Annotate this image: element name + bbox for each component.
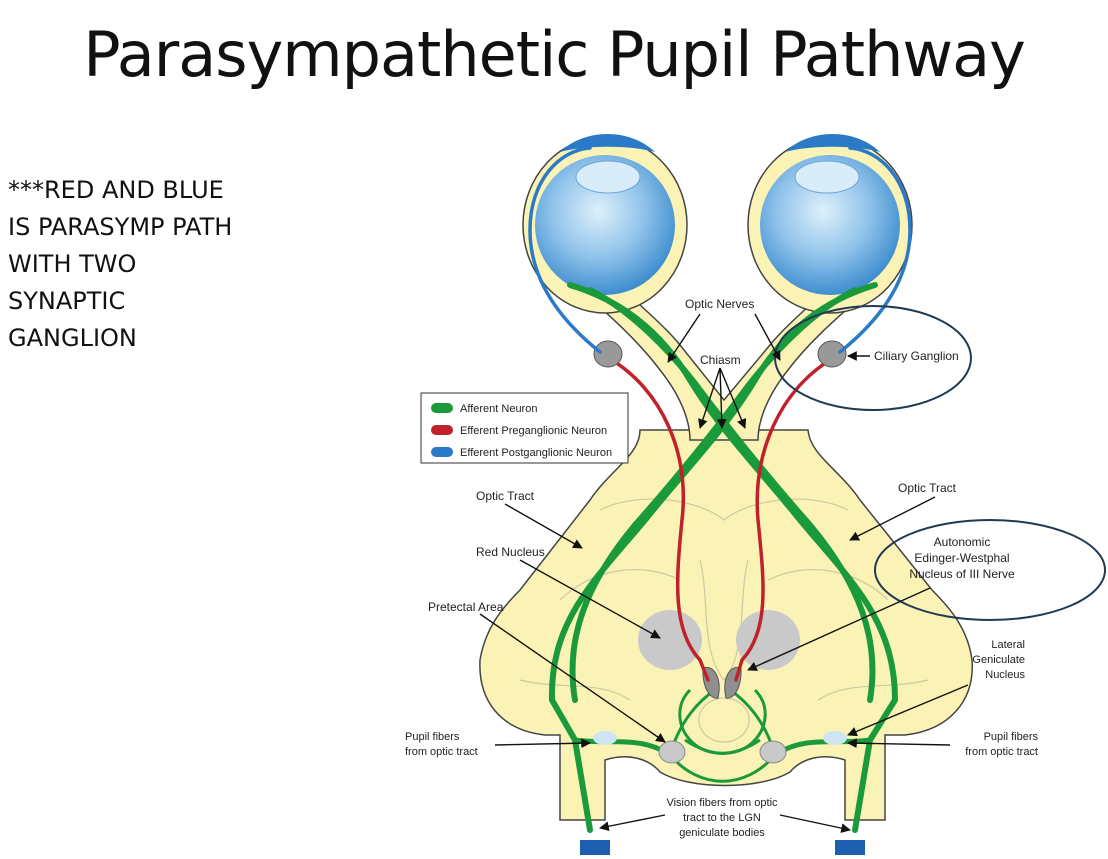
label-optic-tract-right: Optic Tract (898, 481, 957, 495)
label-lgn-3: Nucleus (985, 669, 1025, 681)
preganglionic-pathway (610, 358, 832, 682)
ciliary-ganglion-right (817, 340, 847, 368)
output-block-right (835, 840, 865, 855)
label-vision-2: tract to the LGN (683, 812, 761, 824)
legend-preganglionic: Efferent Preganglionic Neuron (460, 425, 607, 437)
legend-afferent: Afferent Neuron (460, 403, 537, 415)
note-line: SYNAPTIC (8, 287, 126, 315)
output-block-left (580, 840, 610, 855)
label-chiasm: Chiasm (700, 353, 741, 367)
annotation-note: ***RED AND BLUE IS PARASYMP PATH WITH TW… (8, 172, 288, 357)
note-line: GANGLION (8, 324, 137, 352)
right-eye (747, 134, 913, 314)
label-pretectal: Pretectal Area (428, 600, 504, 614)
leader-lines (479, 313, 969, 833)
pretectal-nucleus-right (759, 740, 787, 764)
postganglionic-pathway (528, 146, 912, 354)
label-pupil-left-1: Pupil fibers (405, 731, 460, 743)
label-ew-3: Nucleus of III Nerve (909, 567, 1015, 581)
label-ew-1: Autonomic (934, 535, 991, 549)
label-pupil-right-2: from optic tract (965, 746, 1038, 758)
label-optic-tract-left: Optic Tract (476, 489, 535, 503)
note-line: IS PARASYMP PATH (8, 213, 233, 241)
page-title: Parasympathetic Pupil Pathway (83, 18, 1026, 91)
lgn-left (593, 731, 617, 745)
brainstem-body (479, 429, 973, 821)
note-line: WITH TWO (8, 250, 137, 278)
label-pupil-left-2: from optic tract (405, 746, 478, 758)
ciliary-ganglion-left (593, 340, 623, 368)
left-eye (522, 134, 688, 314)
label-ciliary-ganglion: Ciliary Ganglion (874, 349, 959, 363)
lgn-right (823, 731, 847, 745)
note-line: ***RED AND BLUE (8, 176, 224, 204)
label-vision-1: Vision fibers from optic (666, 797, 778, 809)
pretectal-nucleus-left (658, 740, 686, 764)
annotation-ring-ew (874, 519, 1106, 621)
label-ew-2: Edinger-Westphal (914, 551, 1009, 565)
label-lgn-1: Lateral (991, 639, 1025, 651)
red-nucleus-left (638, 610, 702, 670)
label-vision-3: geniculate bodies (679, 827, 765, 839)
legend: Afferent Neuron Efferent Preganglionic N… (420, 392, 629, 464)
legend-postganglionic: Efferent Postganglionic Neuron (460, 447, 612, 459)
label-lgn-2: Geniculate (972, 654, 1025, 666)
label-optic-nerves: Optic Nerves (685, 297, 754, 311)
label-red-nucleus: Red Nucleus (476, 545, 545, 559)
label-pupil-right-1: Pupil fibers (984, 731, 1039, 743)
red-nucleus-right (736, 610, 800, 670)
